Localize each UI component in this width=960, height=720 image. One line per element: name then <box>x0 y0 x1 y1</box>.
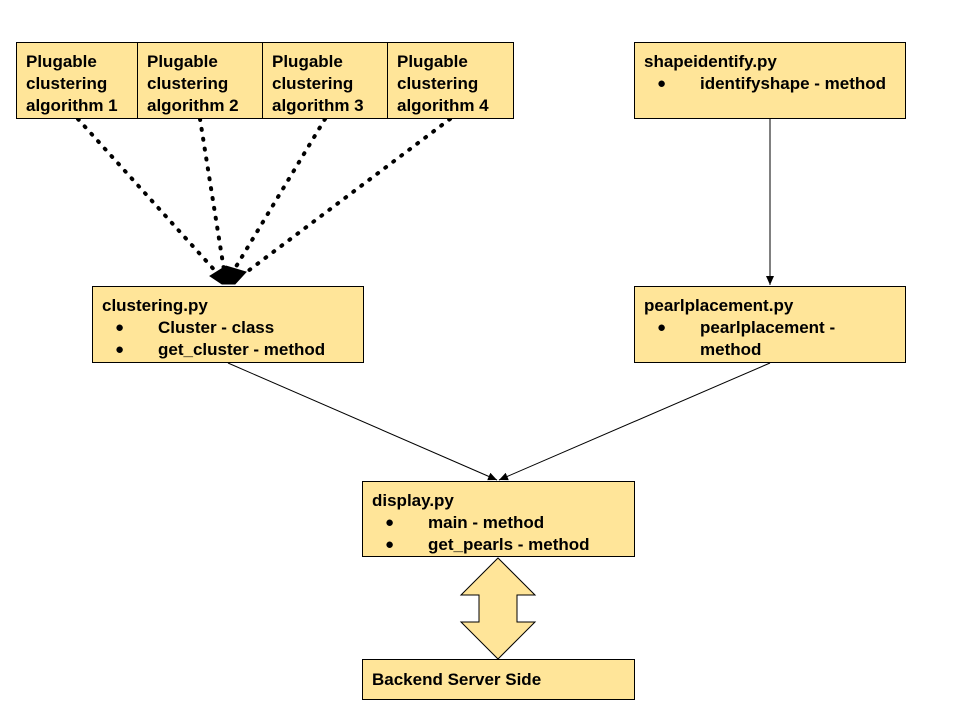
display-box[interactable]: display.py ● main - method ● get_pearls … <box>362 481 635 557</box>
list-item-label: Cluster - class <box>158 318 275 337</box>
pearlplacement-method-list: ● pearlplacement - method <box>644 317 896 361</box>
list-item: ● Cluster - class <box>102 317 354 339</box>
aggregation-diamond-head <box>209 265 247 285</box>
algorithm-4-box[interactable]: Plugable clustering algorithm 4 <box>387 42 514 119</box>
dotted-connector-algo-1 <box>76 117 220 276</box>
bullet-icon: ● <box>657 75 667 92</box>
arrow-clustering-to-display <box>227 362 498 481</box>
backend-server-box[interactable]: Backend Server Side <box>362 659 635 700</box>
bullet-icon: ● <box>115 341 125 358</box>
bullet-icon: ● <box>385 514 395 531</box>
list-item: ● main - method <box>372 512 625 534</box>
shapeidentify-title: shapeidentify.py <box>644 52 777 71</box>
bullet-icon: ● <box>115 319 125 336</box>
list-item: ● get_cluster - method <box>102 339 354 361</box>
list-item-label: identifyshape - method <box>700 74 887 93</box>
list-item-label: main - method <box>428 513 545 532</box>
list-item-label: pearlplacement - method <box>700 318 836 359</box>
clustering-title: clustering.py <box>102 296 208 315</box>
list-item: ● pearlplacement - method <box>644 317 896 361</box>
algorithm-2-label: Plugable clustering algorithm 2 <box>147 52 239 115</box>
backend-server-title: Backend Server Side <box>372 670 542 689</box>
arrow-pearlplacement-to-display <box>498 362 771 481</box>
algorithm-4-label: Plugable clustering algorithm 4 <box>397 52 489 115</box>
dotted-connector-algo-4 <box>242 117 452 276</box>
algorithm-1-label: Plugable clustering algorithm 1 <box>26 52 118 115</box>
algorithm-2-box[interactable]: Plugable clustering algorithm 2 <box>137 42 263 119</box>
shapeidentify-box[interactable]: shapeidentify.py ● identifyshape - metho… <box>634 42 906 119</box>
dotted-connector-algo-2 <box>198 117 226 272</box>
clustering-member-list: ● Cluster - class ● get_cluster - method <box>102 317 354 361</box>
bullet-icon: ● <box>385 536 395 553</box>
dotted-connector-algo-3 <box>232 117 327 272</box>
display-method-list: ● main - method ● get_pearls - method <box>372 512 625 556</box>
bidirectional-arrow-display-backend <box>459 557 537 660</box>
list-item: ● identifyshape - method <box>644 73 896 95</box>
list-item-label: get_pearls - method <box>428 535 590 554</box>
algorithm-3-label: Plugable clustering algorithm 3 <box>272 52 364 115</box>
pearlplacement-title: pearlplacement.py <box>644 296 794 315</box>
shapeidentify-method-list: ● identifyshape - method <box>644 73 896 95</box>
pearlplacement-box[interactable]: pearlplacement.py ● pearlplacement - met… <box>634 286 906 363</box>
algorithm-1-box[interactable]: Plugable clustering algorithm 1 <box>16 42 138 119</box>
list-item: ● get_pearls - method <box>372 534 625 556</box>
bullet-icon: ● <box>657 319 667 336</box>
display-title: display.py <box>372 491 454 510</box>
clustering-box[interactable]: clustering.py ● Cluster - class ● get_cl… <box>92 286 364 363</box>
list-item-label: get_cluster - method <box>158 340 326 359</box>
algorithm-3-box[interactable]: Plugable clustering algorithm 3 <box>262 42 388 119</box>
